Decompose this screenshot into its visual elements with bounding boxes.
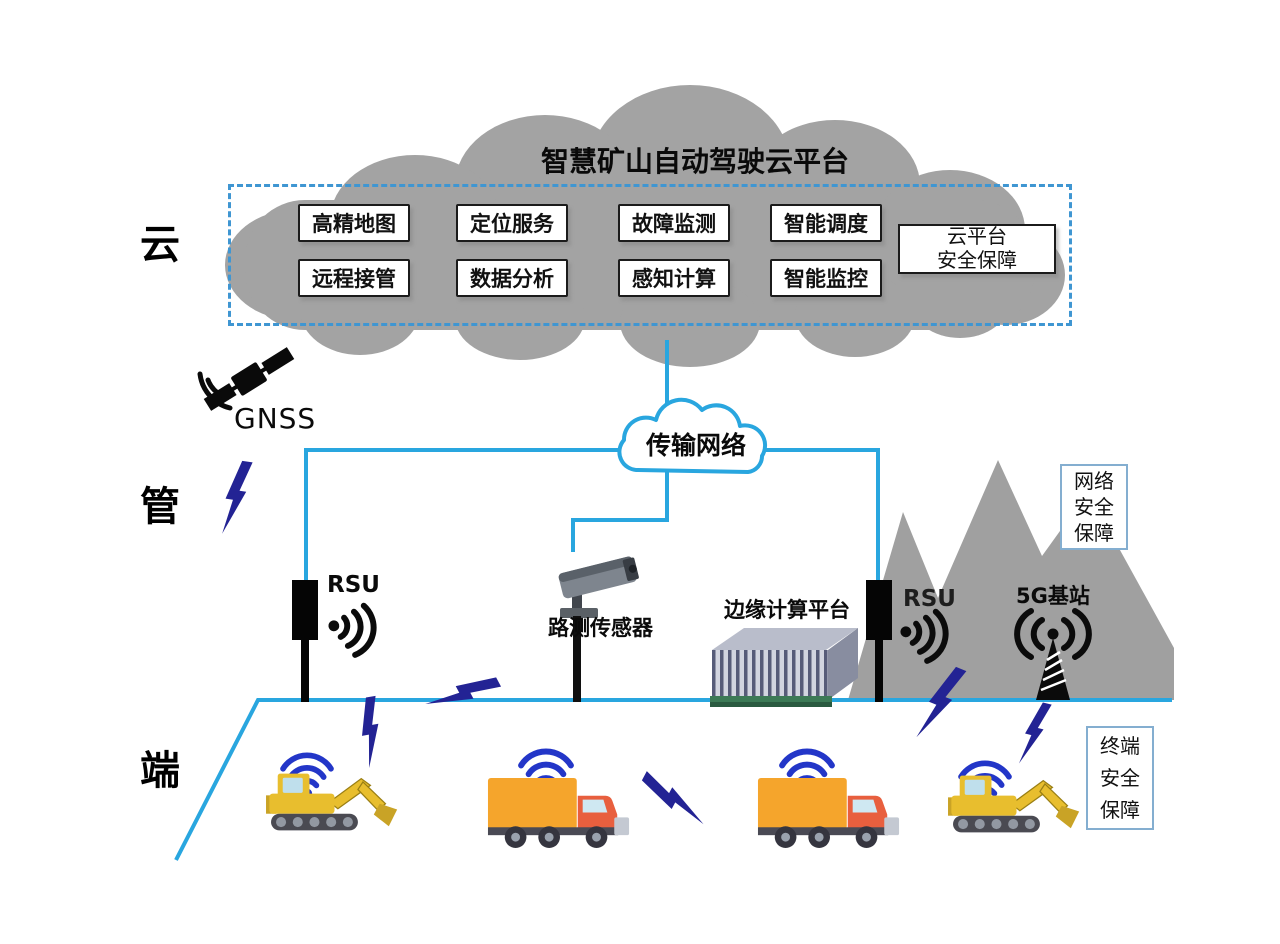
rsu-icon [292,580,318,702]
transmission-network-label: 传输网络 [645,431,746,460]
truck-icon [757,777,900,848]
5g-tower-icon [1014,608,1092,700]
ground-line [174,698,1172,861]
module-positioning-service: 定位服务 [456,204,568,242]
layer-label-network: 管 [140,484,180,530]
layer-label-terminal: 端 [140,748,180,794]
diagram-title: 智慧矿山自动驾驶云平台 [540,145,849,178]
cloud-security-line1: 云平台 [947,224,1007,249]
edge-server-icon [710,628,858,707]
terminal-security-line1: 终端 [1100,734,1140,758]
cloud-security-line2: 安全保障 [937,248,1017,272]
module-remote-takeover: 远程接管 [298,259,410,297]
terminal-security-box: 终端 安全 保障 [1086,726,1154,830]
excavator-icon [266,773,398,831]
satellite-icon [197,347,295,411]
cloud-security-box: 云平台 安全保障 [898,224,1056,274]
cloud-platform-boundary [228,184,1072,326]
module-data-analysis: 数据分析 [456,259,568,297]
module-intelligent-dispatch: 智能调度 [770,204,882,242]
rsu-left-label: RSU [327,572,380,598]
network-security-line1: 网络 [1074,469,1114,493]
network-to-camera-line [571,464,669,552]
terminal-security-line3: 保障 [1100,798,1140,822]
base-station-label: 5G基站 [1016,584,1090,608]
network-security-line3: 保障 [1074,521,1114,545]
network-security-line2: 安全 [1074,495,1114,519]
rsu-right-label: RSU [903,586,956,612]
module-fault-monitoring: 故障监测 [618,204,730,242]
gnss-label: GNSS [234,402,317,435]
roadside-sensor-label: 路测传感器 [548,616,653,640]
terminal-security-line2: 安全 [1100,766,1140,790]
module-intelligent-monitoring: 智能监控 [770,259,882,297]
module-perception-computing: 感知计算 [618,259,730,297]
cctv-camera-icon [558,556,639,702]
transmission-cloud-shape [617,397,768,474]
layer-label-cloud: 云 [140,222,180,268]
truck-icon [487,777,630,848]
network-to-rsu-lines [304,448,880,588]
excavator-icon [948,775,1080,833]
rsu-icon [866,580,892,702]
network-security-box: 网络 安全 保障 [1060,464,1128,550]
radio-waves-icon [323,599,381,659]
module-hd-map: 高精地图 [298,204,410,242]
edge-platform-label: 边缘计算平台 [724,598,850,622]
